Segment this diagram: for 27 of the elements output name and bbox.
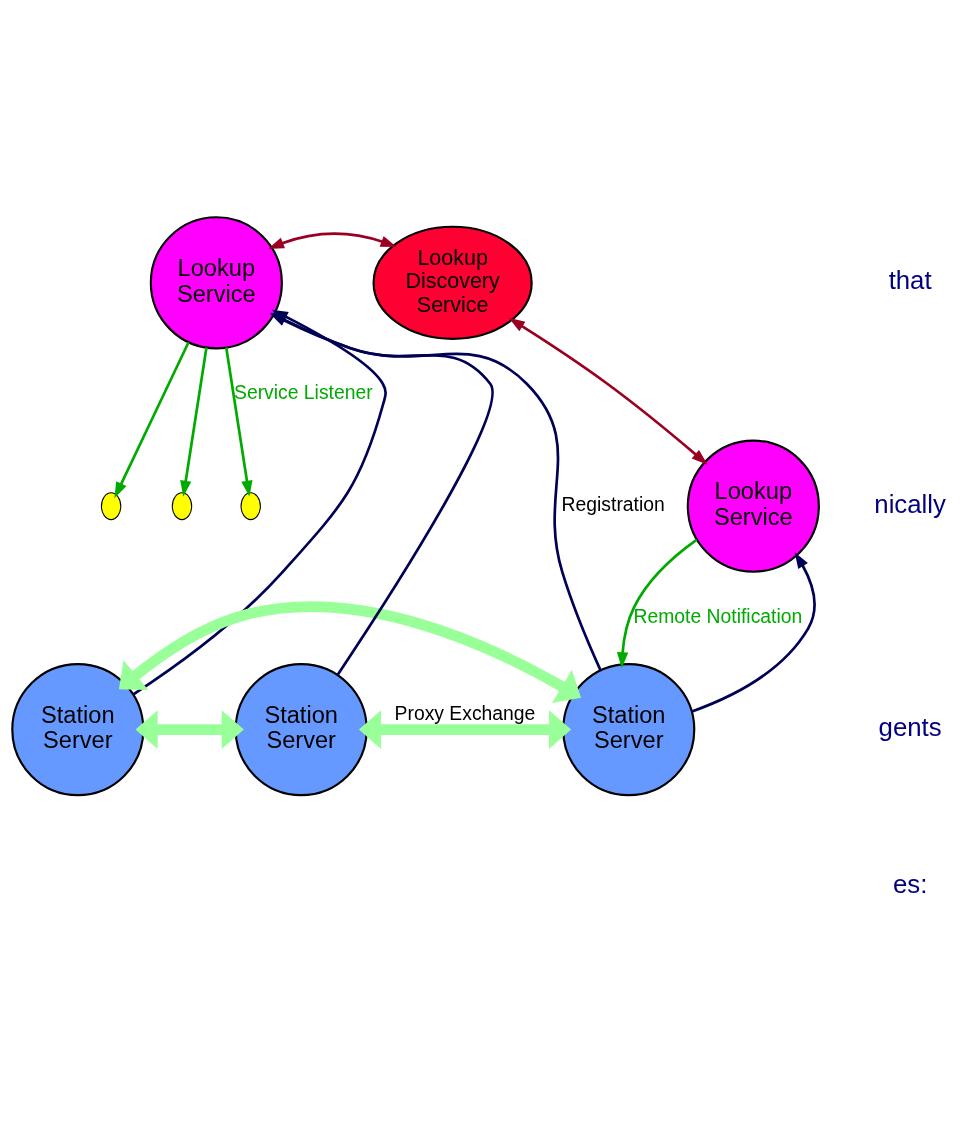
node-circle <box>171 492 193 521</box>
node-circle <box>240 492 261 521</box>
label: es: <box>892 870 928 899</box>
arrow <box>267 232 397 250</box>
edge-label: Registration <box>561 493 665 515</box>
arrow <box>358 710 572 749</box>
node-circle: Lookup Service <box>686 439 820 573</box>
arrow <box>691 552 816 713</box>
arrow <box>616 538 698 669</box>
arrow <box>135 710 244 749</box>
label: that <box>888 266 932 295</box>
edge-label: Service Listener <box>234 382 373 404</box>
edge-label: Remote Notification <box>633 605 803 627</box>
node-ellipse: Lookup Discovery Service <box>372 225 533 340</box>
node-circle: Lookup Service <box>149 216 283 350</box>
arrow <box>224 347 253 497</box>
node-circle: Station Server <box>11 663 145 797</box>
node-circle: Station Server <box>234 663 368 797</box>
node-circle <box>100 492 122 521</box>
node-circle: Station Server <box>562 663 696 797</box>
arrow <box>114 341 190 499</box>
label: nically <box>874 489 946 518</box>
edge-label: Proxy Exchange <box>394 703 536 725</box>
arrow <box>118 601 581 704</box>
arrow <box>508 317 708 465</box>
label: gents <box>878 713 942 742</box>
arrow <box>180 347 208 497</box>
